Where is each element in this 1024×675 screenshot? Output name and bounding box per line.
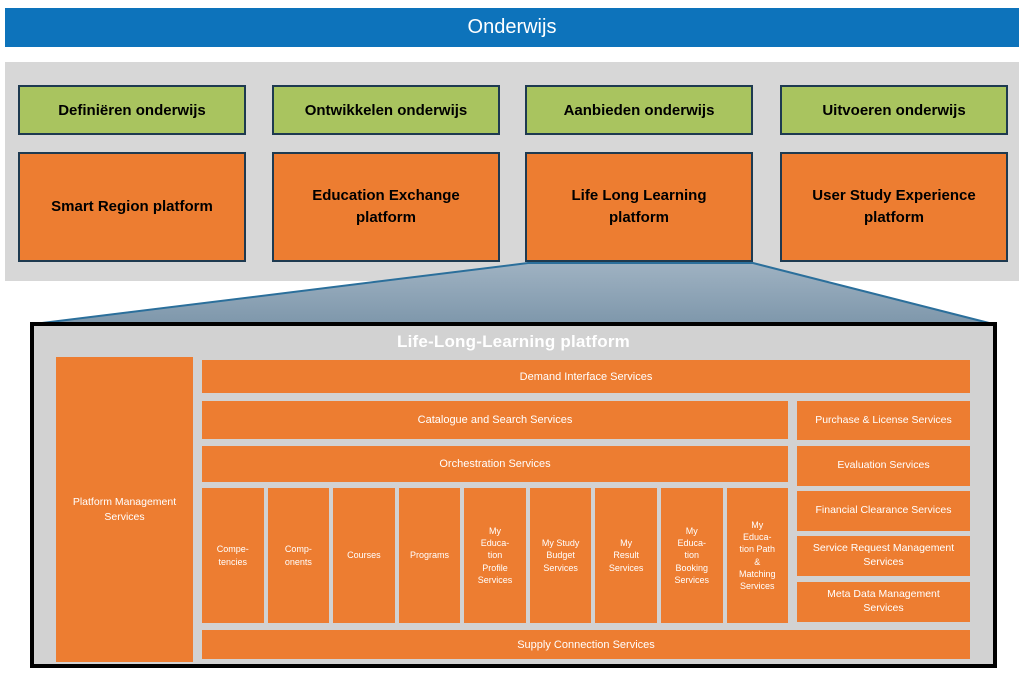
demand-interface-services-row: Demand Interface Services [202, 360, 970, 393]
platform-life-long-learning: Life Long Learning platform [525, 152, 753, 262]
evaluation-services-box: Evaluation Services [797, 446, 970, 486]
orchestration-services-row: Orchestration Services [202, 446, 788, 482]
financial-clearance-services-box: Financial Clearance Services [797, 491, 970, 531]
banner-onderwijs: Onderwijs [5, 8, 1019, 47]
meta-data-management-services-box: Meta Data Management Services [797, 582, 970, 622]
phase-ontwikkelen: Ontwikkelen onderwijs [272, 85, 500, 135]
service-tiles-row: Compe- tencies Comp- onents Courses Prog… [202, 488, 789, 623]
tile-my-result-services: My Result Services [595, 488, 657, 623]
supply-connection-services-row: Supply Connection Services [202, 630, 970, 659]
tile-my-study-budget-services: My Study Budget Services [529, 488, 592, 623]
tile-components: Comp- onents [267, 488, 330, 623]
process-band: Definiëren onderwijs Ontwikkelen onderwi… [5, 62, 1019, 281]
tile-programs: Programs [398, 488, 461, 623]
tile-my-education-path-matching-services: My Educa- tion Path & Matching Services [726, 488, 789, 623]
lll-platform-title: Life-Long-Learning platform [397, 332, 630, 351]
lll-platform-container: Life-Long-Learning platform Platform Man… [30, 322, 997, 668]
platform-smart-region: Smart Region platform [18, 152, 246, 262]
phase-aanbieden: Aanbieden onderwijs [525, 85, 753, 135]
purchase-license-services-box: Purchase & License Services [797, 401, 970, 440]
tile-my-education-profile-services: My Educa- tion Profile Services [464, 488, 526, 623]
tile-courses: Courses [333, 488, 395, 623]
tile-my-education-booking-services: My Educa- tion Booking Services [660, 488, 723, 623]
phase-uitvoeren: Uitvoeren onderwijs [780, 85, 1008, 135]
platform-user-study-experience: User Study Experience platform [780, 152, 1008, 262]
phase-definieren: Definiëren onderwijs [18, 85, 246, 135]
platform-education-exchange: Education Exchange platform [272, 152, 500, 262]
tile-competencies: Compe- tencies [202, 488, 264, 623]
platform-management-services-box: Platform Management Services [56, 357, 193, 662]
catalogue-and-search-services-row: Catalogue and Search Services [202, 401, 788, 439]
service-request-management-services-box: Service Request Management Services [797, 536, 970, 576]
